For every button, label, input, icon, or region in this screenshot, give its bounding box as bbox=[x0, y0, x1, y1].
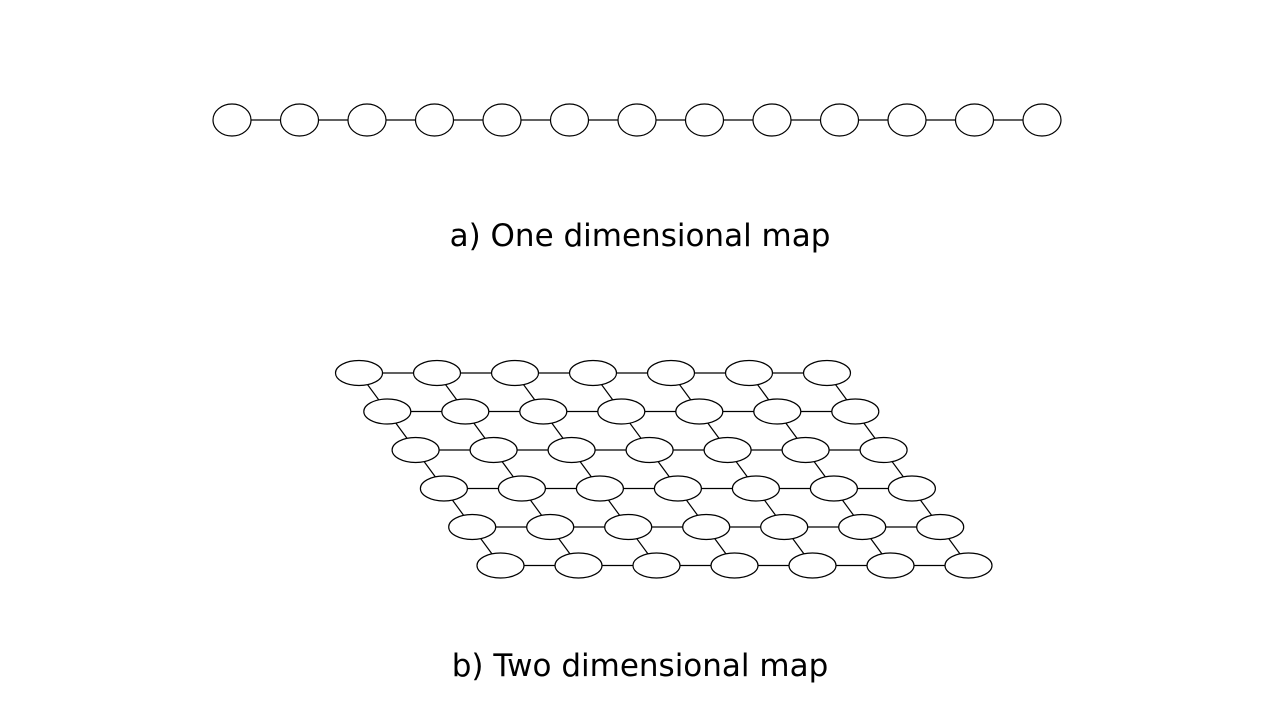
neuron-node-2d bbox=[625, 436, 674, 464]
neuron-node-2d bbox=[568, 359, 618, 387]
neuron-node-2d bbox=[469, 436, 518, 464]
neuron-node-2d bbox=[838, 513, 887, 541]
neuron-node-2d bbox=[788, 552, 837, 579]
neuron-node-1d bbox=[752, 103, 792, 137]
neuron-node-1d bbox=[549, 103, 590, 137]
neuron-node-2d bbox=[831, 398, 880, 425]
neuron-node-2d bbox=[682, 513, 731, 541]
neuron-node-2d bbox=[802, 359, 852, 387]
neuron-node-2d bbox=[519, 398, 568, 425]
neuron-node-2d bbox=[887, 475, 937, 502]
neuron-node-2d bbox=[363, 398, 412, 425]
neuron-node-2d bbox=[604, 513, 653, 541]
two-dimensional-map bbox=[334, 359, 993, 579]
neuron-node-2d bbox=[526, 513, 575, 541]
neuron-node-2d bbox=[441, 398, 490, 425]
neuron-node-1d bbox=[684, 103, 725, 137]
neuron-node-2d bbox=[448, 513, 497, 541]
neuron-node-1d bbox=[819, 103, 860, 137]
neuron-node-2d bbox=[632, 552, 681, 579]
neuron-node-2d bbox=[944, 552, 993, 579]
neuron-node-2d bbox=[653, 475, 703, 502]
neuron-node-2d bbox=[554, 552, 603, 579]
neuron-node-2d bbox=[490, 359, 540, 387]
neuron-node-2d bbox=[476, 552, 525, 579]
neuron-node-2d bbox=[760, 513, 809, 541]
neuron-node-1d bbox=[212, 103, 252, 137]
neuron-node-1d bbox=[414, 103, 455, 137]
neuron-node-2d bbox=[703, 436, 752, 464]
neuron-node-2d bbox=[391, 436, 440, 464]
neuron-node-2d bbox=[675, 398, 724, 425]
neuron-node-1d bbox=[482, 103, 522, 137]
neuron-node-2d bbox=[916, 513, 965, 541]
neuron-node-2d bbox=[575, 475, 625, 502]
caption-two-dimensional-map: b) Two dimensional map bbox=[451, 648, 829, 684]
neuron-node-2d bbox=[334, 359, 384, 387]
neuron-node-2d bbox=[781, 436, 830, 464]
neuron-node-2d bbox=[547, 436, 596, 464]
one-dimensional-map bbox=[212, 103, 1062, 137]
neuron-node-2d bbox=[497, 475, 547, 502]
neuron-node-2d bbox=[753, 398, 802, 425]
neuron-node-2d bbox=[646, 359, 696, 387]
neuron-node-1d bbox=[279, 103, 320, 137]
neuron-node-1d bbox=[1022, 103, 1062, 137]
neuron-node-1d bbox=[347, 103, 387, 137]
neuron-node-2d bbox=[412, 359, 462, 387]
neuron-node-2d bbox=[597, 398, 646, 425]
neuron-node-2d bbox=[724, 359, 774, 387]
neuron-node-1d bbox=[954, 103, 995, 137]
neuron-node-2d bbox=[731, 475, 781, 502]
neuron-node-1d bbox=[617, 103, 657, 137]
neuron-node-2d bbox=[809, 475, 859, 502]
neuron-node-2d bbox=[859, 436, 908, 464]
neuron-node-2d bbox=[419, 475, 468, 502]
neuron-node-2d bbox=[710, 552, 759, 579]
neuron-node-1d bbox=[887, 103, 927, 137]
caption-one-dimensional-map: a) One dimensional map bbox=[449, 218, 831, 254]
neuron-node-2d bbox=[866, 552, 915, 579]
